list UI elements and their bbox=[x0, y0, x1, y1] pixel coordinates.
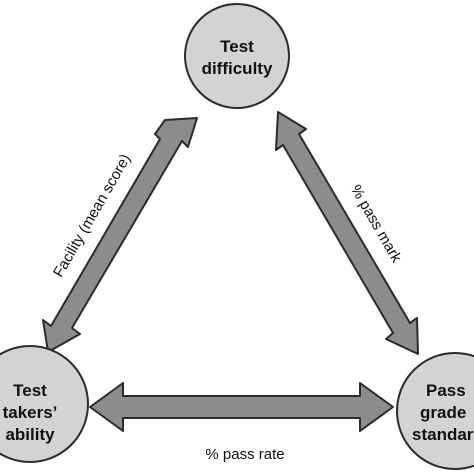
arrow-pass-rate bbox=[89, 382, 394, 432]
node-test-takers-ability: Test takers’ ability bbox=[0, 345, 89, 463]
node-label-line: Test bbox=[220, 37, 254, 56]
node-label-line: ability bbox=[5, 425, 55, 444]
node-pass-grade-standard: Pass grade standard bbox=[396, 352, 474, 470]
node-label-line: standard bbox=[412, 425, 474, 444]
node-circle bbox=[396, 352, 474, 470]
arrows bbox=[42, 111, 419, 432]
node-circle bbox=[0, 345, 89, 463]
node-test-difficulty: Test difficulty bbox=[184, 3, 290, 109]
node-label-line: Pass bbox=[426, 381, 466, 400]
arrow-pass-mark bbox=[275, 111, 419, 355]
node-label-line: Test bbox=[13, 381, 47, 400]
node-label-line: grade bbox=[420, 403, 466, 422]
arrow-facility bbox=[42, 117, 198, 353]
node-label-line: difficulty bbox=[202, 59, 273, 78]
node-label-line: takers’ bbox=[3, 403, 58, 422]
edge-label-pass-rate: % pass rate bbox=[205, 446, 284, 463]
node-circle bbox=[184, 3, 290, 109]
